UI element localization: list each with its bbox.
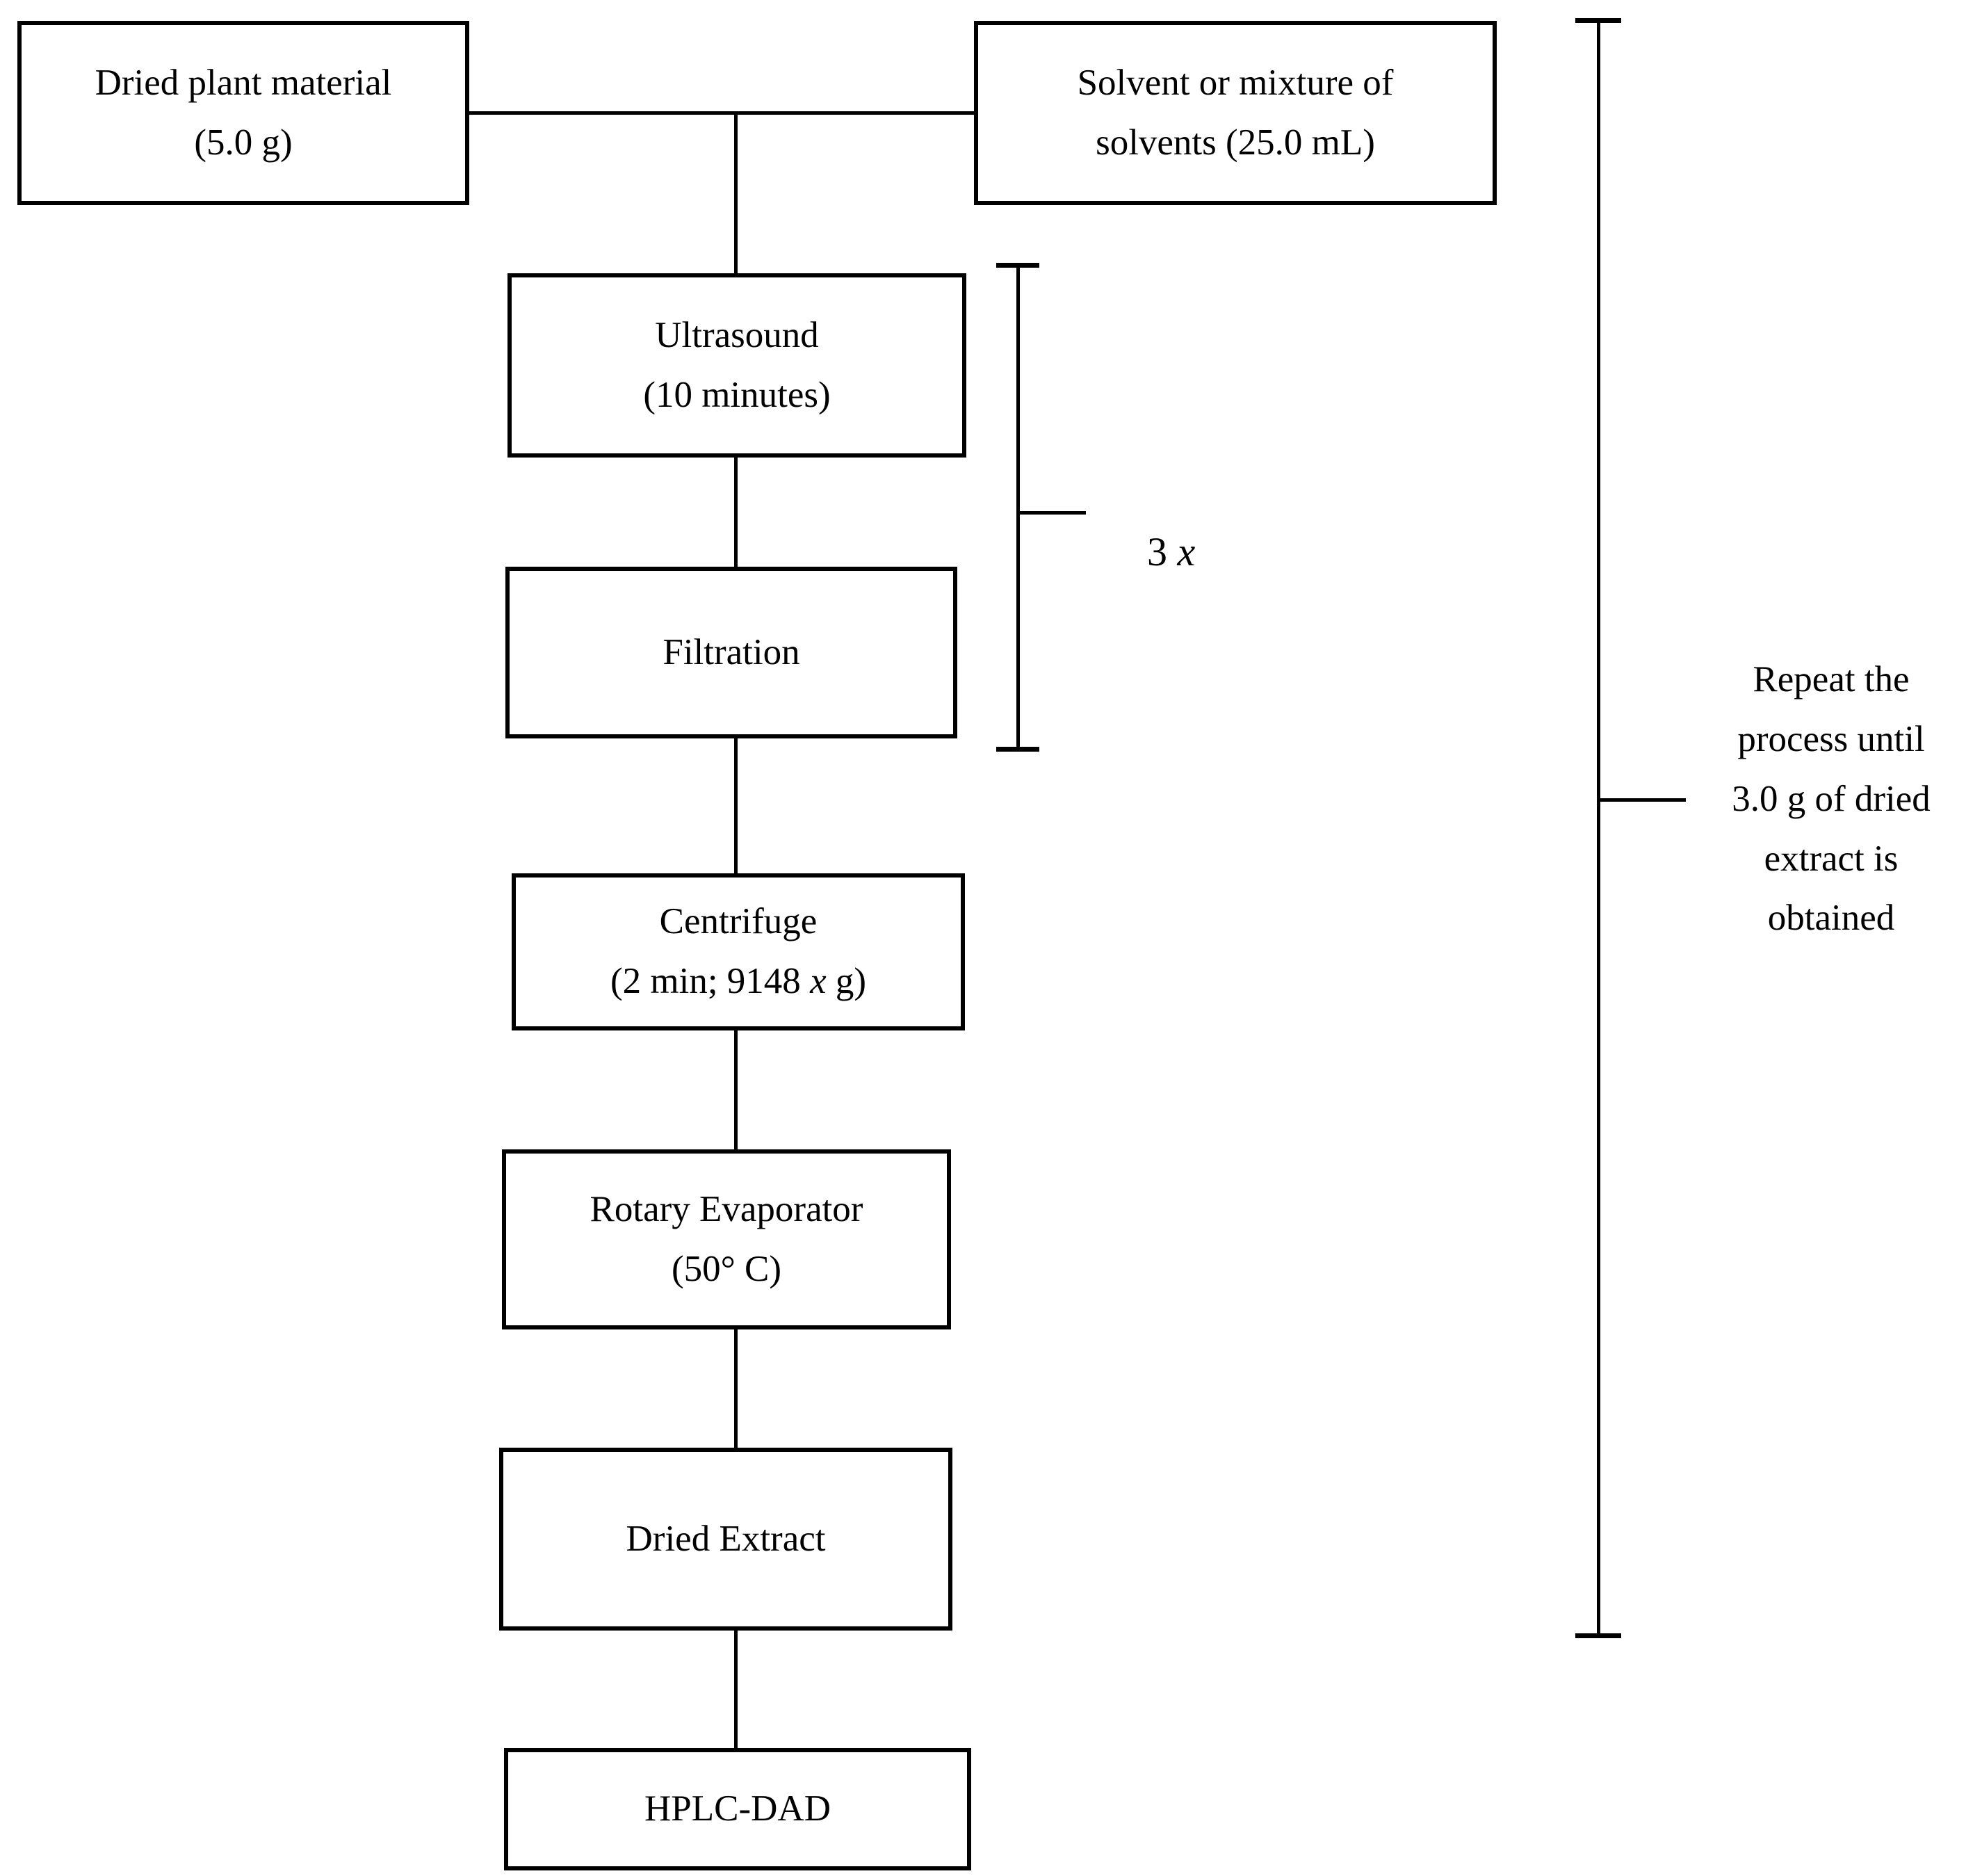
node-label-line: Ultrasound <box>655 314 819 355</box>
connector-filtration-to-centrifuge <box>734 738 738 873</box>
node-label-segment: g) <box>826 961 866 1001</box>
connector-centrifuge-to-rotary <box>734 1030 738 1149</box>
repeat-bracket-bottom-tick <box>1575 1633 1621 1638</box>
node-label-line: Dried plant material <box>95 62 392 103</box>
loop-count-number: 3 <box>1147 529 1178 574</box>
node-label-segment: (2 min; 9148 <box>610 961 811 1001</box>
node-rotary-evaporator: Rotary Evaporator (50° C) <box>502 1149 951 1329</box>
repeat-note-line: process until <box>1737 718 1925 759</box>
node-label-line: Centrifuge <box>659 901 818 942</box>
node-label-line: Dried Extract <box>626 1518 826 1559</box>
loop-bracket-vertical-line <box>1016 264 1020 751</box>
connector-rotary-to-dried-extract <box>734 1329 738 1448</box>
node-solvent: Solvent or mixture of solvents (25.0 mL) <box>974 21 1497 205</box>
node-dried-plant-material: Dried plant material (5.0 g) <box>17 21 469 205</box>
connector-plant-to-solvent <box>469 111 974 115</box>
node-hplc-dad: HPLC-DAD <box>504 1748 971 1870</box>
repeat-note-line: obtained <box>1767 898 1895 939</box>
node-label-line: (10 minutes) <box>643 374 831 415</box>
node-ultrasound: Ultrasound (10 minutes) <box>507 273 966 458</box>
node-dried-extract: Dried Extract <box>499 1448 952 1631</box>
loop-count-label: 3 x <box>1107 492 1195 613</box>
loop-bracket-bottom-tick <box>996 747 1039 752</box>
node-label-line: (5.0 g) <box>194 122 293 163</box>
loop-bracket-middle-tick <box>1016 511 1086 515</box>
node-filtration: Filtration <box>505 567 957 738</box>
repeat-bracket-vertical-line <box>1597 19 1600 1638</box>
node-label-line: Filtration <box>663 631 800 672</box>
node-centrifuge: Centrifuge (2 min; 9148 x g) <box>512 873 965 1030</box>
repeat-bracket-top-tick <box>1575 18 1621 23</box>
node-label-line: Solvent or mixture of <box>1077 62 1394 103</box>
connector-ultrasound-to-filtration <box>734 458 738 567</box>
repeat-note: Repeat the process until 3.0 g of dried … <box>1696 650 1966 948</box>
loop-bracket-top-tick <box>996 263 1039 268</box>
node-label-segment-italic: x <box>810 961 827 1001</box>
connector-dried-extract-to-hplc <box>734 1631 738 1749</box>
node-label-line: Rotary Evaporator <box>590 1188 863 1229</box>
repeat-note-line: Repeat the <box>1753 659 1910 700</box>
node-label-line: (50° C) <box>671 1248 782 1289</box>
connector-junction-to-ultrasound <box>734 113 738 273</box>
repeat-note-line: extract is <box>1764 838 1899 879</box>
loop-count-x: x <box>1177 529 1196 574</box>
node-label-line: solvents (25.0 mL) <box>1096 122 1375 163</box>
repeat-note-line: 3.0 g of dried <box>1732 778 1931 819</box>
repeat-bracket-middle-tick <box>1599 798 1686 802</box>
node-label-line: HPLC-DAD <box>644 1788 831 1829</box>
node-label-line: (2 min; 9148 x g) <box>610 952 866 1012</box>
